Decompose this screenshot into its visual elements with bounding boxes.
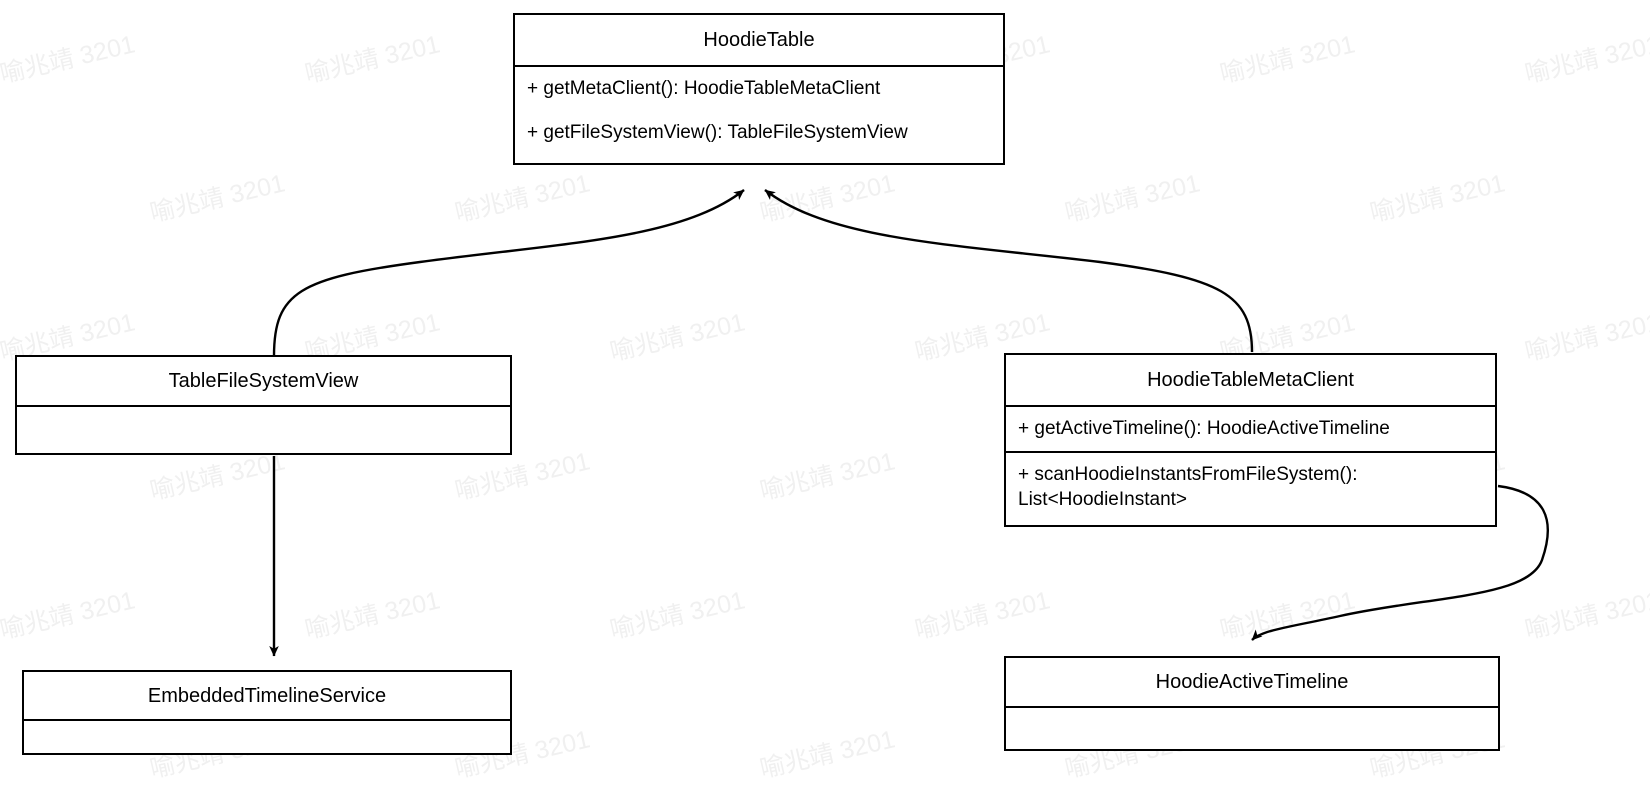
- watermark-text: 喻兆靖 3201: [452, 169, 593, 228]
- watermark-text: 喻兆靖 3201: [1367, 169, 1508, 228]
- class-name-table-file-system-view: TableFileSystemView: [168, 370, 359, 392]
- class-name-hoodie-table: HoodieTable: [703, 29, 815, 51]
- class-compartment-embedded-timeline-service-0: [24, 719, 510, 755]
- class-box-embedded-timeline-service[interactable]: EmbeddedTimelineService: [22, 670, 512, 755]
- watermark-text: 喻兆靖 3201: [1062, 169, 1203, 228]
- class-name-hoodie-table-meta-client: HoodieTableMetaClient: [1147, 369, 1354, 391]
- class-compartment-hoodie-table-meta-client-1: + scanHoodieInstantsFromFileSystem(): Li…: [1006, 450, 1495, 522]
- class-compartment-table-file-system-view-0: [17, 405, 510, 455]
- watermark-text: 喻兆靖 3201: [1522, 30, 1650, 89]
- watermark-text: 喻兆靖 3201: [1217, 30, 1358, 89]
- watermark-text: 喻兆靖 3201: [302, 586, 443, 645]
- class-box-hoodie-active-timeline[interactable]: HoodieActiveTimeline: [1004, 656, 1500, 751]
- watermark-text: 喻兆靖 3201: [147, 169, 288, 228]
- class-box-hoodie-table-meta-client[interactable]: HoodieTableMetaClient + getActiveTimeline…: [1004, 353, 1497, 527]
- class-compartment-hoodie-table-0: + getMetaClient(): HoodieTableMetaClient…: [515, 65, 1003, 154]
- class-member: + getMetaClient(): HoodieTableMetaClient: [527, 78, 881, 99]
- watermark-text: 喻兆靖 3201: [0, 586, 138, 645]
- class-box-hoodie-table[interactable]: HoodieTable + getMetaClient(): HoodieTabl…: [513, 13, 1005, 165]
- watermark-text: 喻兆靖 3201: [757, 447, 898, 506]
- class-member: + scanHoodieInstantsFromFileSystem(): Li…: [1018, 463, 1358, 511]
- edge-tablefilesystemview-to-hoodietable: [272, 189, 745, 357]
- watermark-text: 喻兆靖 3201: [757, 725, 898, 784]
- watermark-text: 喻兆靖 3201: [1217, 586, 1358, 645]
- watermark-text: 喻兆靖 3201: [1522, 308, 1650, 367]
- class-name-hoodie-active-timeline: HoodieActiveTimeline: [1155, 671, 1349, 693]
- watermark-text: 喻兆靖 3201: [757, 169, 898, 228]
- class-compartment-hoodie-active-timeline-0: [1006, 706, 1498, 751]
- watermark-text: 喻兆靖 3201: [912, 586, 1053, 645]
- watermark-text: 喻兆靖 3201: [607, 586, 748, 645]
- class-compartment-hoodie-table-meta-client-0: + getActiveTimeline(): HoodieActiveTimel…: [1006, 405, 1495, 451]
- edge-hoodietablemetaclient-to-hoodietable: [764, 189, 1254, 353]
- class-name-embedded-timeline-service: EmbeddedTimelineService: [147, 684, 387, 707]
- watermark-text: 喻兆靖 3201: [607, 308, 748, 367]
- watermark-text: 喻兆靖 3201: [1522, 586, 1650, 645]
- watermark-text: 喻兆靖 3201: [302, 30, 443, 89]
- class-box-table-file-system-view[interactable]: TableFileSystemView: [15, 355, 512, 455]
- class-member: + getActiveTimeline(): HoodieActiveTimel…: [1018, 418, 1390, 439]
- watermark-text: 喻兆靖 3201: [0, 30, 138, 89]
- class-member: + getFileSystemView(): TableFileSystemVi…: [527, 121, 908, 143]
